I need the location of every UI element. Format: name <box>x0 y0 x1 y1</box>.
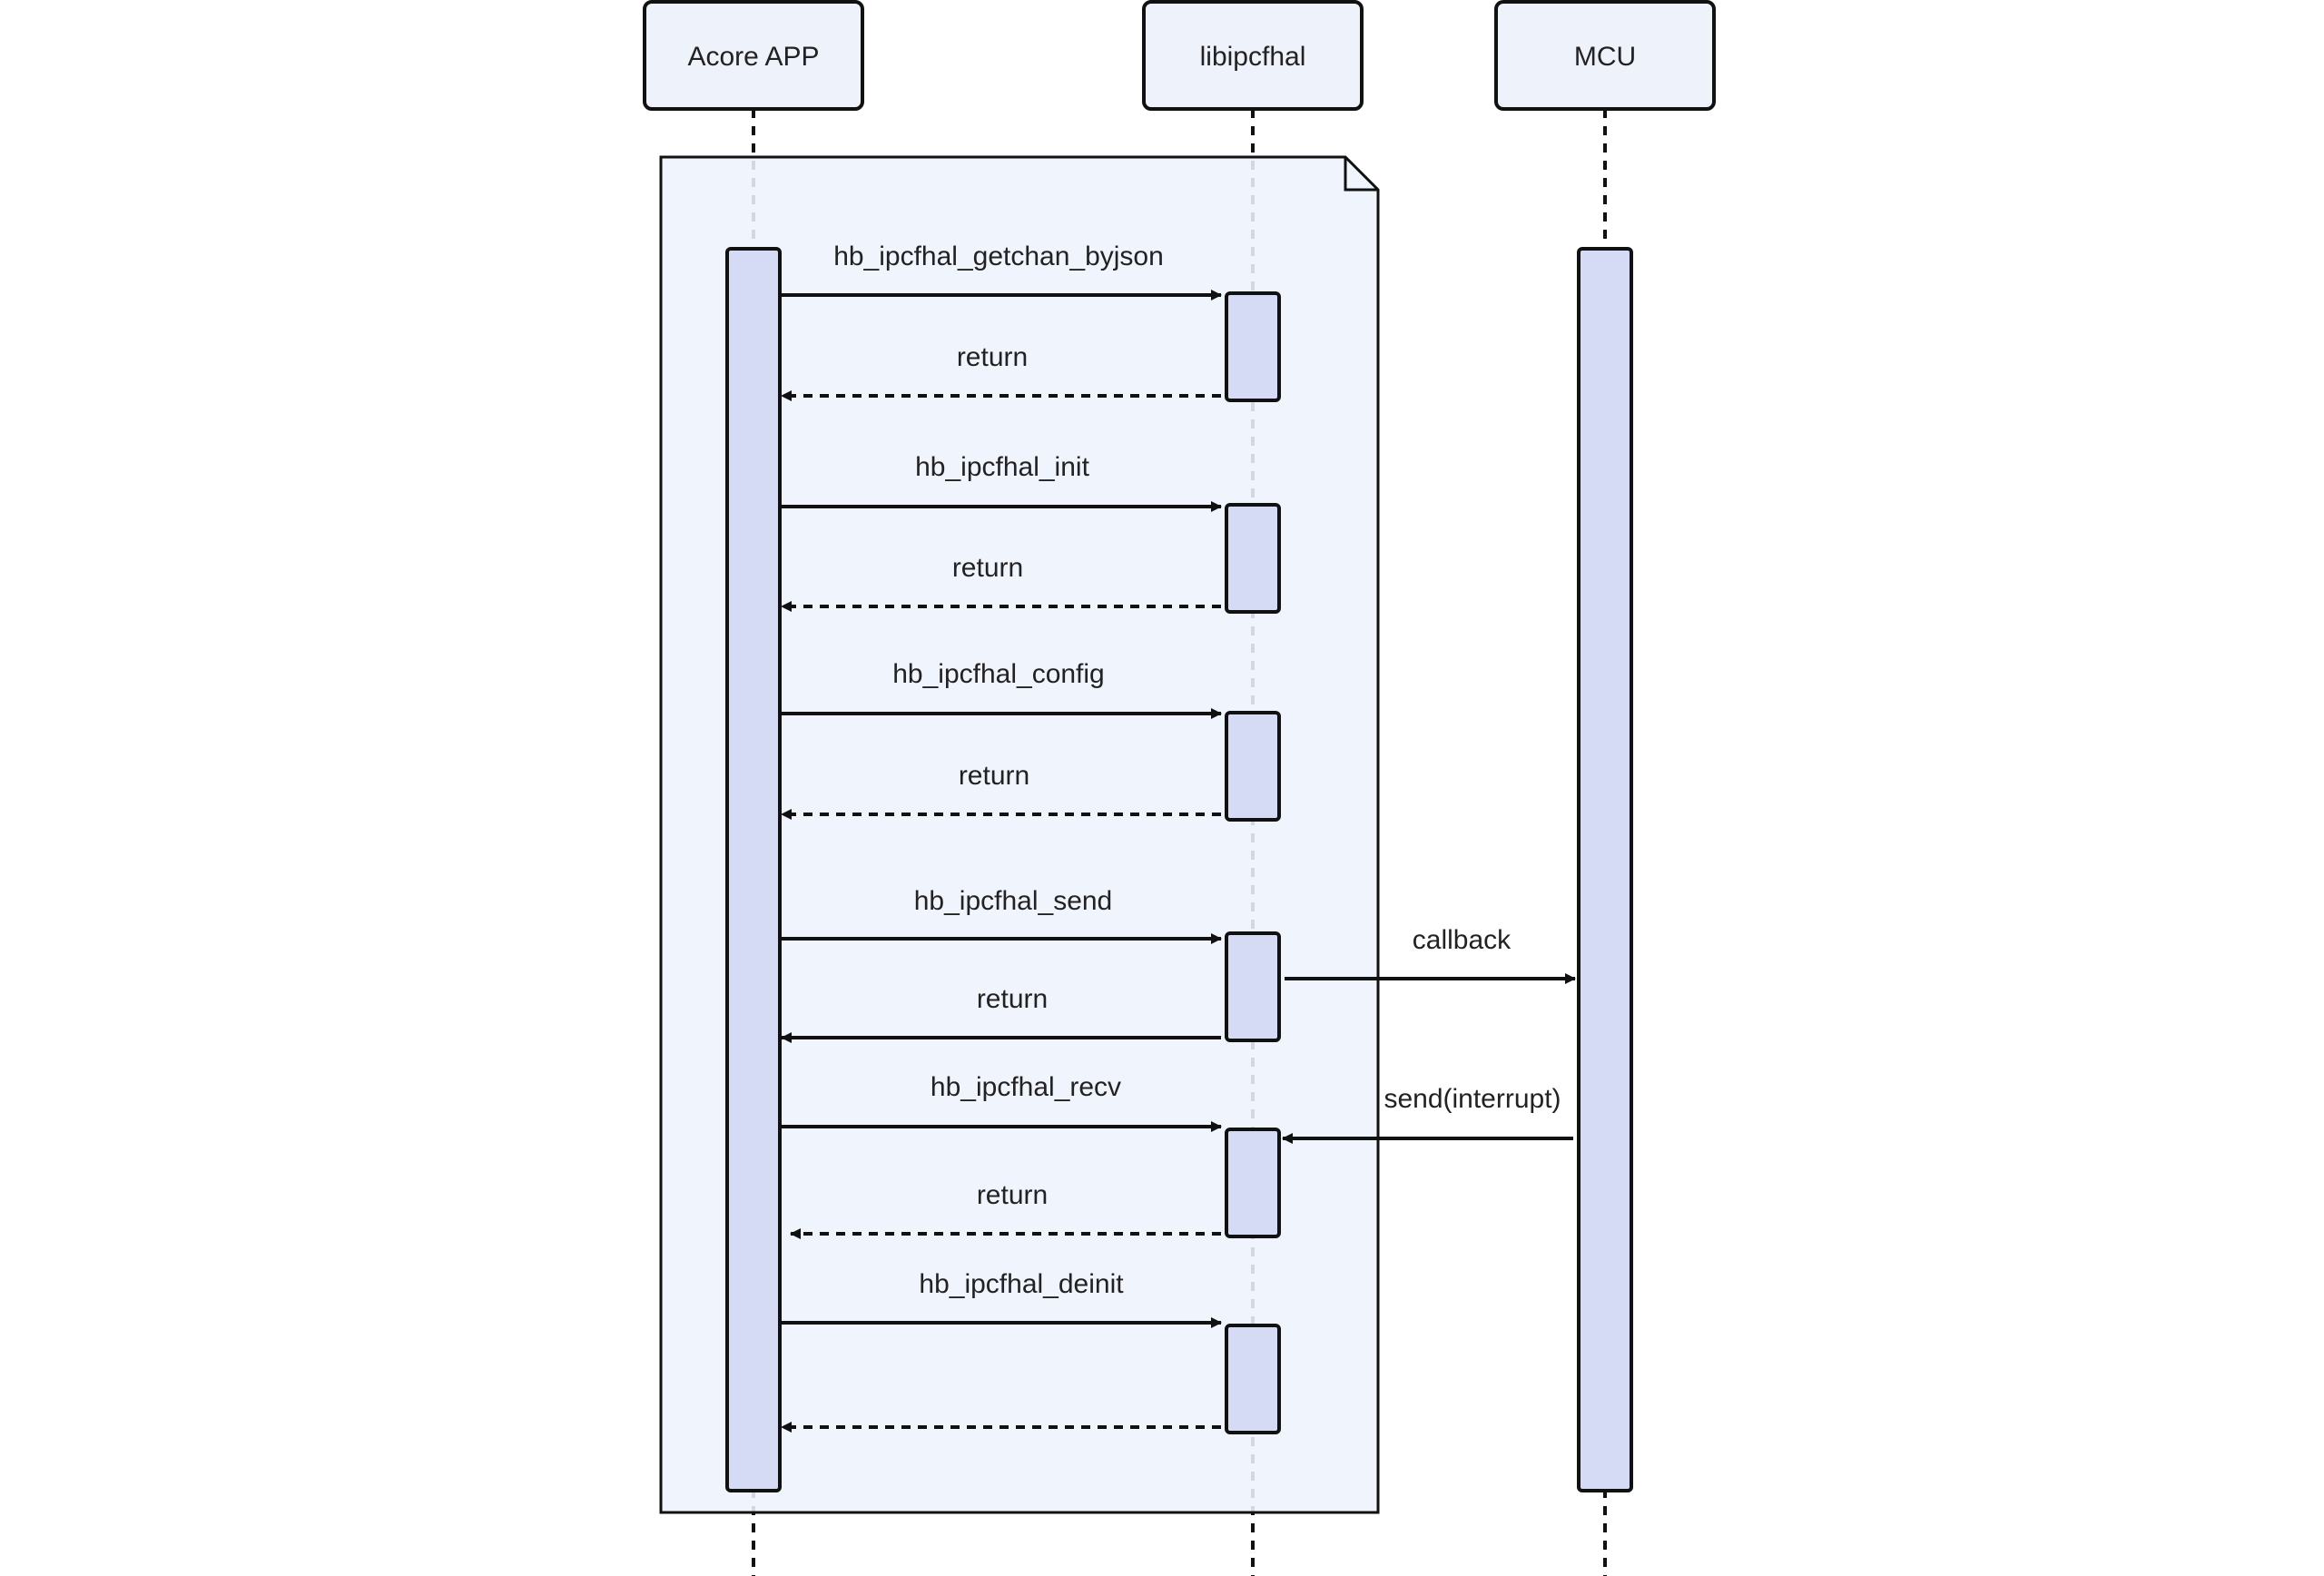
message-label: return <box>977 1180 1048 1210</box>
activation-lib-6 <box>1225 1324 1281 1434</box>
activation-lib-5 <box>1225 1128 1281 1238</box>
message-recv: hb_ipcfhal_recv <box>782 1072 1222 1132</box>
message-return-1: return <box>781 342 1221 401</box>
message-return-3: return <box>781 761 1221 820</box>
participant-acore: Acore APP <box>643 0 864 111</box>
activation-acore <box>725 247 782 1492</box>
message-callback: callback <box>1285 925 1576 984</box>
activation-mcu <box>1577 247 1633 1492</box>
participant-acore-label: Acore APP <box>687 42 819 72</box>
message-label: return <box>952 553 1023 583</box>
message-label: return <box>957 342 1028 372</box>
frame-corner-fold <box>1344 157 1378 192</box>
message-label: return <box>977 984 1048 1014</box>
message-label: hb_ipcfhal_send <box>914 886 1113 916</box>
activation-lib-3 <box>1225 711 1281 822</box>
participant-mcu-label: MCU <box>1574 42 1636 72</box>
message-label: send(interrupt) <box>1384 1084 1561 1114</box>
activation-lib-1 <box>1225 291 1281 402</box>
message-deinit: hb_ipcfhal_deinit <box>782 1269 1222 1328</box>
message-return-2: return <box>781 553 1221 612</box>
frame-box <box>659 155 1380 1514</box>
message-label: callback <box>1413 925 1512 955</box>
message-init: hb_ipcfhal_init <box>782 452 1222 512</box>
message-label: hb_ipcfhal_deinit <box>919 1269 1124 1299</box>
message-label: hb_ipcfhal_config <box>892 659 1105 689</box>
message-send: hb_ipcfhal_send <box>782 886 1222 944</box>
message-getchan-byjson: hb_ipcfhal_getchan_byjson <box>782 241 1222 300</box>
message-label: hb_ipcfhal_getchan_byjson <box>833 241 1164 271</box>
message-return-4: return <box>781 984 1221 1043</box>
participant-mcu: MCU <box>1494 0 1716 111</box>
message-label: return <box>959 761 1029 791</box>
participant-lib-label: libipcfhal <box>1200 42 1306 72</box>
message-label: hb_ipcfhal_init <box>915 452 1089 482</box>
activation-lib-2 <box>1225 503 1281 614</box>
message-label: hb_ipcfhal_recv <box>931 1072 1121 1102</box>
message-send-interrupt: send(interrupt) <box>1282 1084 1573 1144</box>
participant-lib: libipcfhal <box>1142 0 1364 111</box>
activation-lib-4 <box>1225 931 1281 1042</box>
message-config: hb_ipcfhal_config <box>782 659 1222 719</box>
message-return-5: return <box>790 1180 1221 1239</box>
